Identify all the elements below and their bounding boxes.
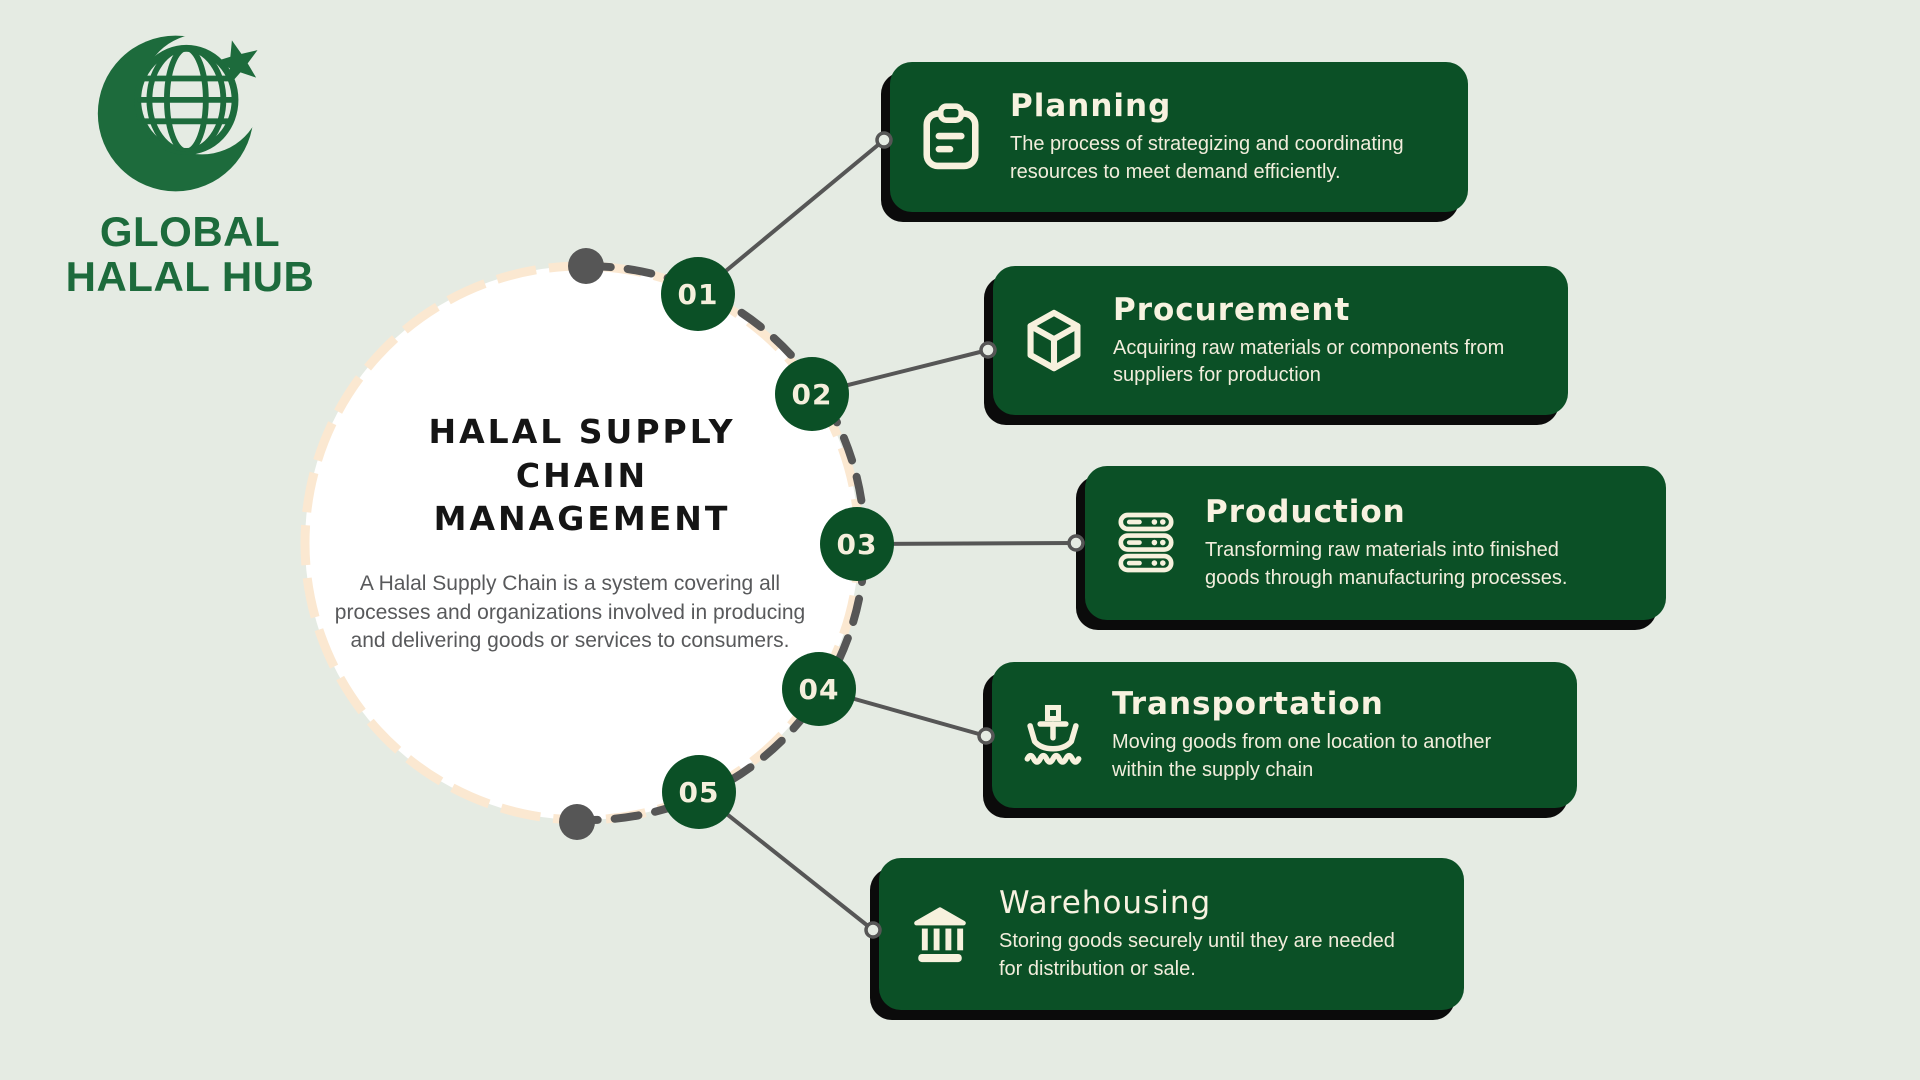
step-description: Acquiring raw materials or components fr… <box>1113 336 1505 386</box>
clipboard-icon <box>914 103 988 171</box>
crescent-globe-star-icon <box>97 35 258 192</box>
cube-icon <box>1017 308 1091 374</box>
server-stack-icon <box>1109 512 1183 574</box>
step-node-03: 03 <box>820 507 894 581</box>
logo-line1: GLOBAL <box>99 208 281 255</box>
arc-end-dot <box>559 248 604 840</box>
bank-icon <box>903 904 977 964</box>
title-line: MANAGEMENT <box>433 499 731 539</box>
step-description: The process of strategizing and coordina… <box>1010 133 1404 183</box>
star-icon <box>214 40 258 85</box>
step-number: 05 <box>678 775 720 809</box>
logo-line2: HALAL HUB <box>65 252 315 300</box>
step-number: 03 <box>836 527 878 561</box>
ship-icon <box>1016 704 1090 766</box>
logo-wordmark: GLOBAL HALAL HUB <box>30 208 350 300</box>
step-title: Production <box>1205 494 1406 531</box>
step-card-warehousing: Warehousing Storing goods securely until… <box>879 858 1464 1010</box>
step-card-planning: Planning The process of strategizing and… <box>890 62 1468 212</box>
step-title: Transportation <box>1112 686 1384 723</box>
page-description: A Halal Supply Chain is a system coverin… <box>334 572 806 653</box>
title-line: CHAIN <box>515 455 649 495</box>
step-number: 01 <box>677 277 719 311</box>
step-card-procurement: Procurement Acquiring raw materials or c… <box>993 266 1568 415</box>
step-node-05: 05 <box>662 755 736 829</box>
step-title: Planning <box>1010 88 1172 125</box>
step-description: Transforming raw materials into finished… <box>1205 539 1568 589</box>
step-description: Moving goods from one location to anothe… <box>1112 731 1492 781</box>
step-number: 02 <box>791 377 833 411</box>
step-card-production: Production Transforming raw materials in… <box>1085 466 1666 620</box>
step-title: Warehousing <box>999 885 1212 922</box>
page-title: HALAL SUPPLY CHAIN MANAGEMENT <box>322 410 842 541</box>
step-node-01: 01 <box>661 257 735 331</box>
connector-ring <box>864 131 1085 939</box>
step-number: 04 <box>798 672 840 706</box>
step-node-04: 04 <box>782 652 856 726</box>
step-title: Procurement <box>1113 291 1351 328</box>
step-description: Storing goods securely until they are ne… <box>999 930 1395 980</box>
step-card-transportation: Transportation Moving goods from one loc… <box>992 662 1577 808</box>
title-line: HALAL SUPPLY <box>428 412 736 451</box>
step-node-02: 02 <box>775 357 849 431</box>
